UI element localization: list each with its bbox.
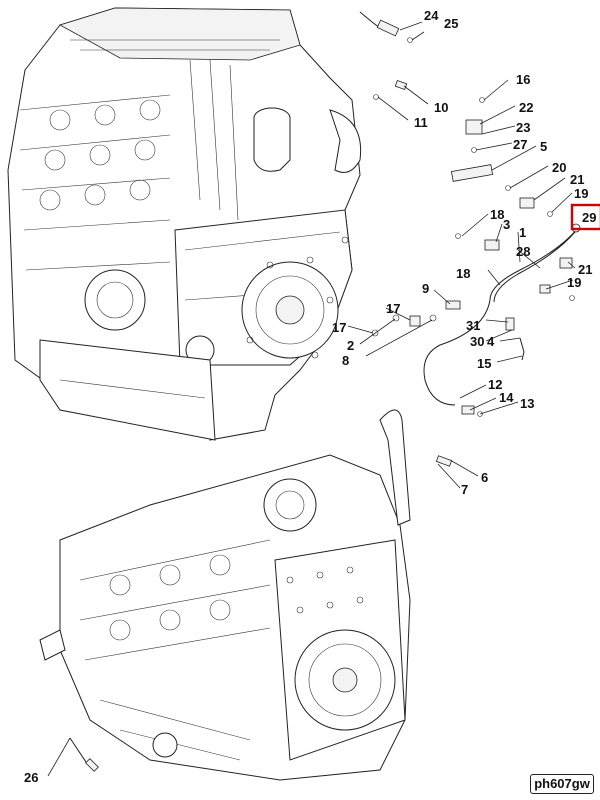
callout-label: 19: [574, 186, 588, 201]
callout-label: 15: [477, 356, 491, 371]
callout-label: 22: [519, 100, 533, 115]
callout-label: 10: [434, 100, 448, 115]
callout-label: 24: [424, 8, 439, 23]
callout-label: 18: [456, 266, 470, 281]
callout-label: 23: [516, 120, 530, 135]
callout-label: 7: [461, 482, 468, 497]
callout-label: 13: [520, 396, 534, 411]
callout-label: 3: [503, 217, 510, 232]
upper-small-parts: [359, 11, 581, 467]
callout-label: 5: [540, 139, 547, 154]
callout-label: 18: [490, 207, 504, 222]
callout-label: 2: [347, 338, 354, 353]
callout-label: 16: [516, 72, 530, 87]
callout-label: 20: [552, 160, 566, 175]
callout-label: 21: [578, 262, 592, 277]
upper-engine-drawing: [7, 7, 362, 441]
callout-label: 11: [414, 115, 428, 130]
callout-label: 21: [570, 172, 584, 187]
callout-label: 14: [499, 390, 514, 405]
callout-label: 6: [481, 470, 488, 485]
callout-label: 28: [516, 244, 530, 259]
highlight-box-callout-29: [570, 203, 600, 231]
callout-label: 26: [24, 770, 38, 785]
callout-label: 8: [342, 353, 349, 368]
drawing-reference-code: ph607gw: [530, 774, 594, 794]
callout-label: 27: [513, 137, 527, 152]
callout-label: 17: [386, 301, 400, 316]
leader-lines: [47, 21, 576, 777]
callout-label: 9: [422, 281, 429, 296]
callout-label: 1: [519, 225, 526, 240]
callout-label: 30: [470, 334, 484, 349]
callout-labels: 24 25 16 10 11 22 23 27 5 20 21 19 29 18…: [24, 8, 596, 785]
callout-label: 31: [466, 318, 480, 333]
callout-label: 4: [487, 334, 495, 349]
callout-label: 29: [582, 210, 596, 225]
callout-label: 19: [567, 275, 581, 290]
callout-label: 12: [488, 377, 502, 392]
lower-engine-drawing: [39, 409, 411, 781]
callout-label: 17: [332, 320, 346, 335]
callout-label: 25: [444, 16, 458, 31]
